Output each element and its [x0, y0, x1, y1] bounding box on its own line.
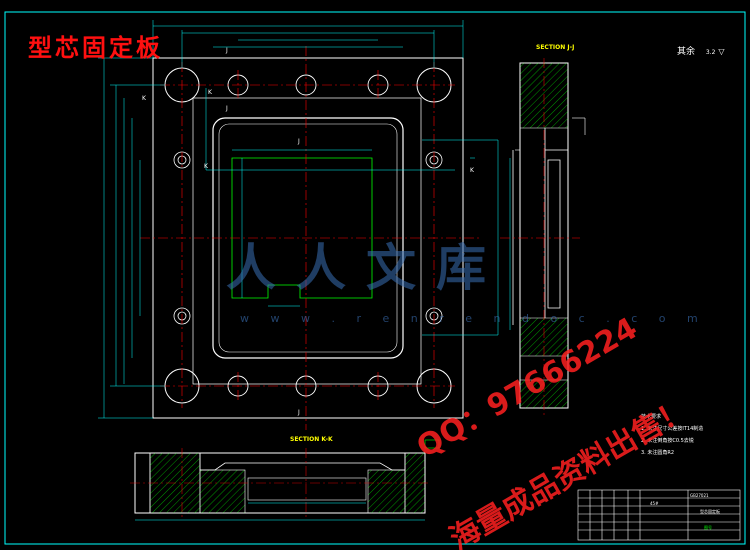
title-block-part-name: 型芯固定板 [700, 509, 720, 514]
dimension-lines [98, 20, 499, 419]
technical-notes: 技术要求 1. 未注尺寸公差按IT14制造 2. 未注倒角按C0.5去锐 3. … [641, 411, 703, 459]
insert-outline [231, 157, 373, 299]
sheet-border [4, 11, 746, 545]
section-markers: J J J J K K K K [142, 47, 475, 416]
drawing-title: 型芯固定板 [28, 33, 163, 62]
svg-text:J: J [297, 138, 300, 145]
title-block-sheet: 图号 [704, 525, 712, 530]
svg-text:K: K [142, 95, 147, 102]
section-kk-view [130, 439, 440, 521]
title-block [577, 489, 741, 541]
section-jj-label: SECTION J-J [536, 44, 575, 51]
svg-text:K: K [208, 89, 213, 96]
svg-text:K: K [470, 167, 475, 174]
watermark-logo: 人人文库 [226, 238, 506, 297]
note-item: 1. 未注尺寸公差按IT14制造 [641, 426, 704, 432]
section-kk-label: SECTION K-K [290, 436, 333, 443]
plate-step [192, 97, 422, 385]
svg-text:J: J [225, 105, 228, 112]
title-block-material: 45# [650, 501, 659, 506]
section-jj-view [500, 58, 586, 415]
notes-heading: 技术要求 [641, 414, 662, 420]
roughness-text: 其余 [677, 47, 696, 57]
roughness-value: 3.2 [705, 49, 716, 56]
roughness-symbol-icon: ▽ [718, 47, 725, 56]
surface-roughness: 其余 3.2 ▽ [677, 44, 724, 57]
svg-text:J: J [225, 47, 228, 54]
watermark-url: w w w . r e n r e n d o c . c o m [240, 312, 707, 325]
note-item: 2. 未注倒角按C0.5去锐 [641, 438, 694, 444]
center-lines [140, 46, 480, 430]
svg-text:K: K [204, 163, 209, 170]
note-item: 3. 未注圆角R2 [641, 450, 675, 456]
plan-view: J J J J K K K K [98, 20, 499, 430]
title-block-drawing-no: GB27021 [690, 493, 709, 498]
svg-text:J: J [297, 409, 300, 416]
